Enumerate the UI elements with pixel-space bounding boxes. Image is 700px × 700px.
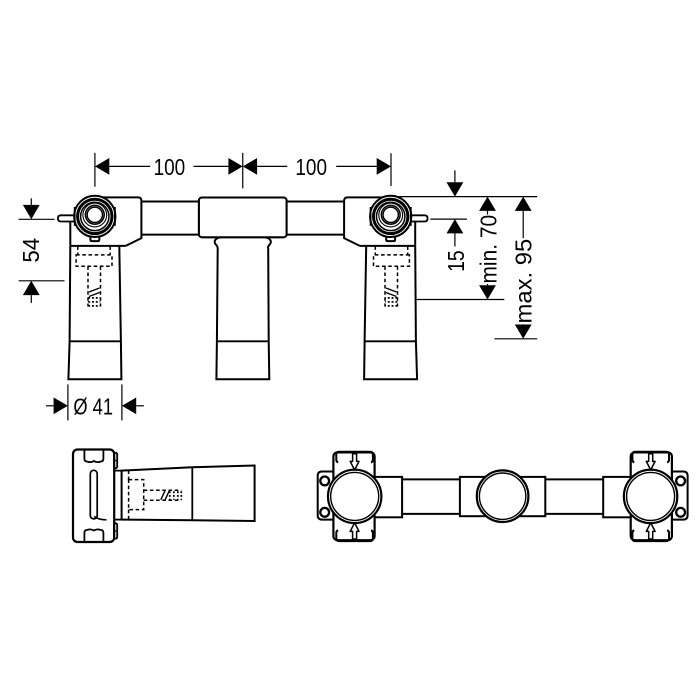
svg-text:min. 70: min. 70 [475, 215, 501, 284]
svg-text:Ø 41: Ø 41 [73, 393, 113, 419]
svg-text:54: 54 [18, 238, 44, 263]
svg-text:100: 100 [154, 154, 186, 180]
svg-text:max. 95: max. 95 [511, 239, 537, 324]
svg-text:100: 100 [295, 154, 327, 180]
svg-text:15: 15 [443, 250, 469, 272]
